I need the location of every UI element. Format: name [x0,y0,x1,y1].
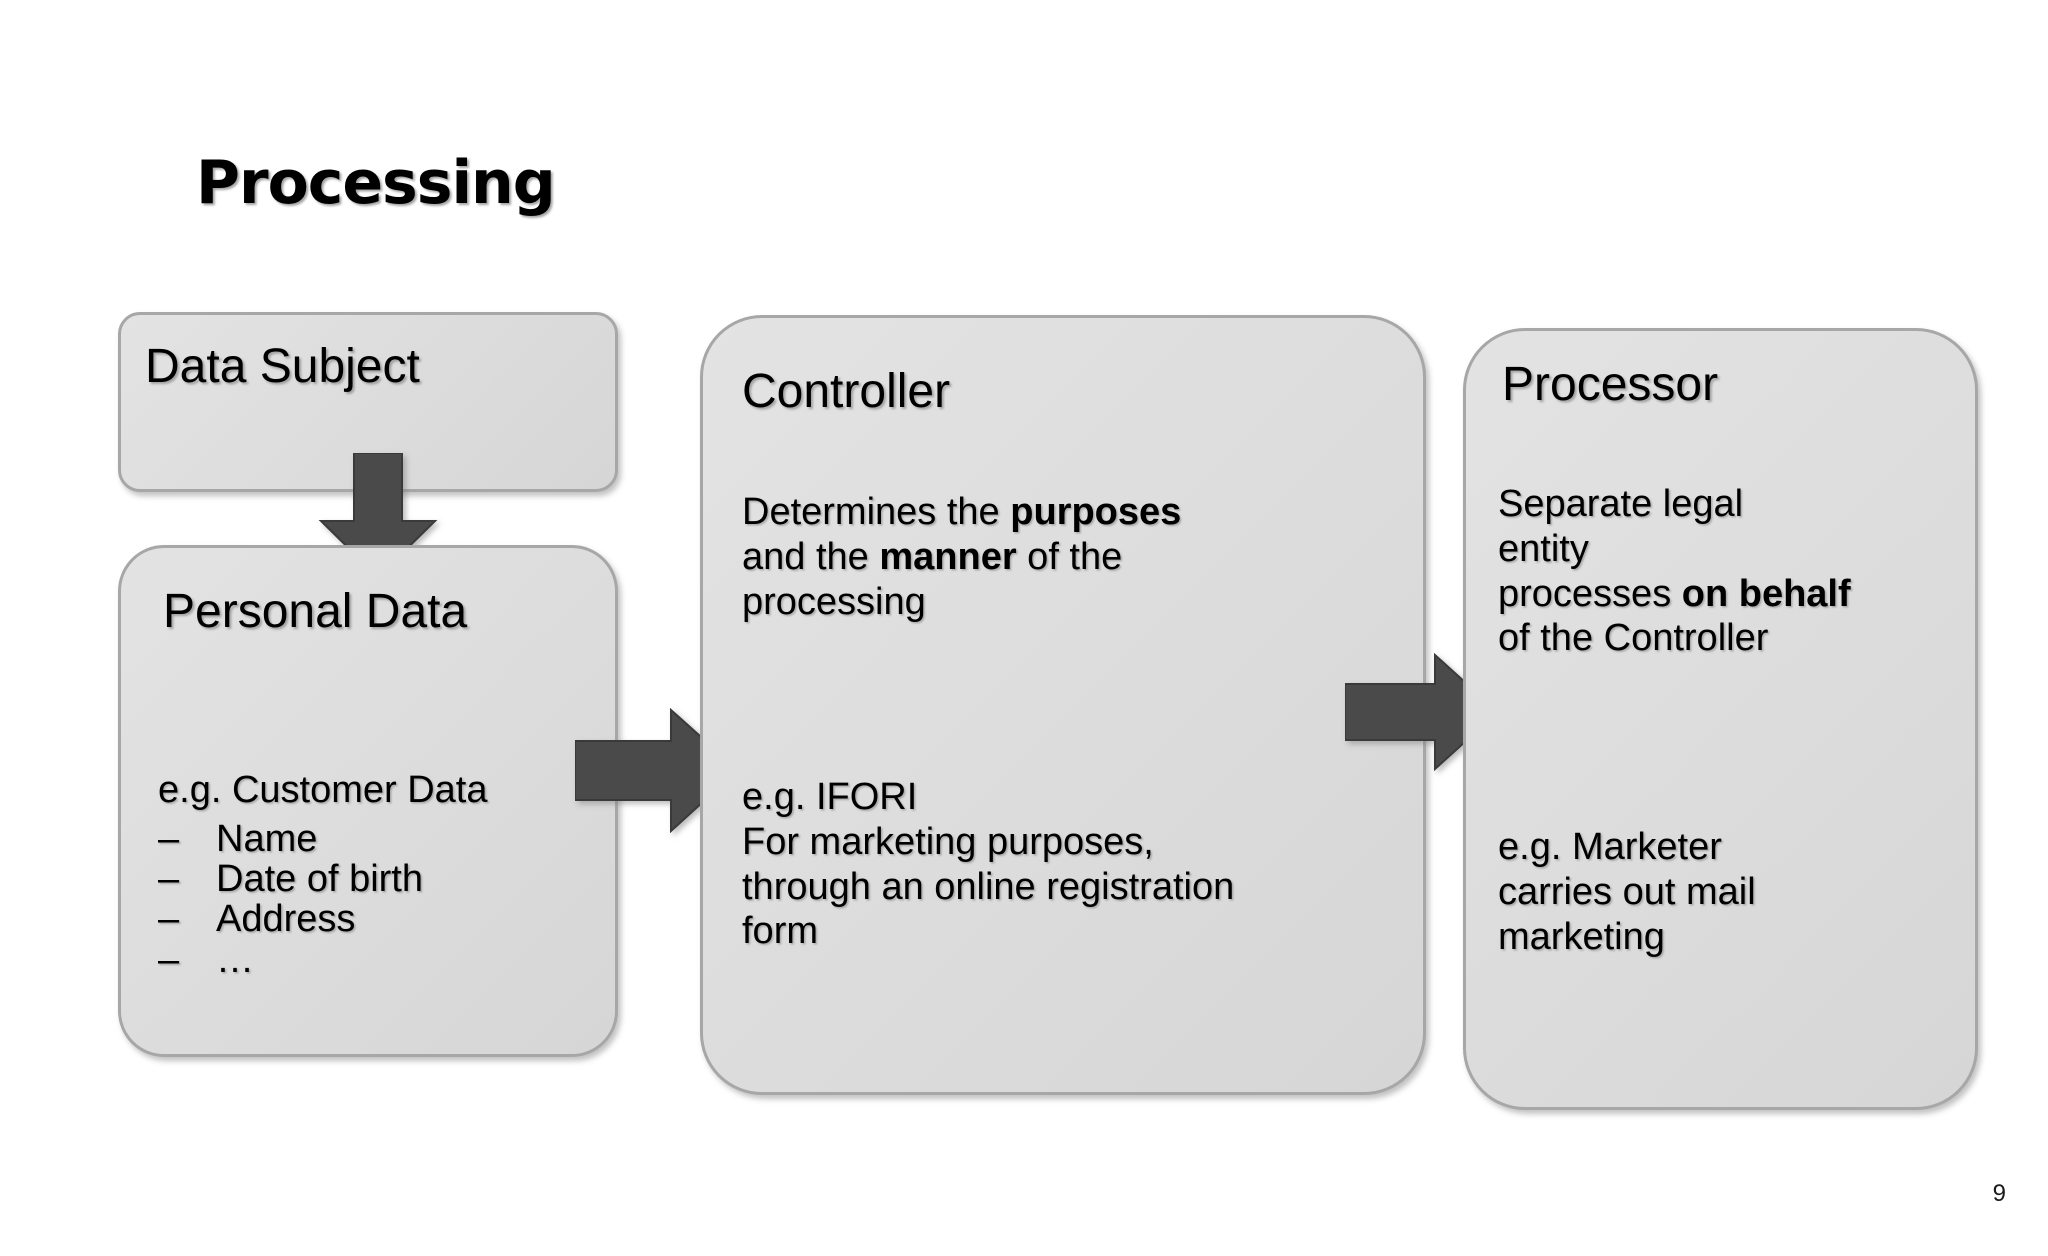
controller-example-line-3: through an online registration [742,865,1235,908]
controller-definition: Determines the purposes and the manner o… [742,490,1362,624]
controller-definition-bold-manner: manner [879,535,1017,578]
box-controller[interactable] [700,315,1426,1095]
box-data-subject[interactable] [118,312,618,492]
controller-definition-line-2: and the manner of the [742,535,1362,580]
processor-example: e.g. Marketer carries out mail marketing [1498,825,1938,959]
controller-definition-line-2-tail: of the [1016,535,1123,578]
controller-example-line-1: e.g. IFORI [742,776,918,818]
bullet-label: Date of birth [216,858,423,901]
controller-example-line-2: For marketing purposes, [742,820,1154,863]
processor-definition-line-2: entity [1498,527,1589,570]
controller-definition-line-2-text: and the [742,535,880,578]
box-personal-data-heading: Personal Data [163,585,468,638]
box-data-subject-heading: Data Subject [145,340,420,393]
personal-data-examples: e.g. Customer Data – Name – Date of birt… [158,768,588,980]
bullet-label: Address [216,898,356,941]
list-item: – Address [158,898,588,941]
processor-definition-line-4: of the Controller [1498,617,1769,660]
box-processor[interactable] [1463,328,1978,1110]
bullet-dash-marker: – [158,817,180,860]
processor-example-line-3: marketing [1498,915,1665,958]
bullet-label: Name [216,817,318,860]
processor-definition-line-1: Separate legal [1498,483,1744,525]
box-controller-heading: Controller [742,365,951,418]
controller-definition-line-3: processing [742,580,926,623]
box-processor-heading: Processor [1502,358,1719,411]
controller-example-line-4: form [742,910,818,953]
processor-definition-line-3-text: processes [1498,572,1682,615]
page-title: Processing [196,148,556,218]
controller-definition-line-1-text: Determines the [742,491,1011,533]
list-item: – Date of birth [158,858,588,901]
controller-definition-line-1: Determines the purposes [742,490,1362,535]
processor-example-line-2: carries out mail [1498,870,1756,913]
box-personal-data[interactable] [118,545,618,1057]
bullet-label: … [216,938,254,981]
processor-definition: Separate legal entity processes on behal… [1498,482,1968,661]
page-number: 9 [1992,1180,2006,1207]
bullet-dash-marker: – [158,938,180,981]
controller-example: e.g. IFORI For marketing purposes, throu… [742,775,1382,954]
processor-definition-bold-on-behalf: on behalf [1681,572,1851,615]
personal-data-example-label: e.g. Customer Data [158,769,488,811]
processor-example-line-1: e.g. Marketer [1498,826,1722,868]
controller-definition-bold-purposes: purposes [1010,491,1182,533]
list-item: – Name [158,817,588,860]
processor-definition-line-3: processes on behalf [1498,572,1968,617]
bullet-dash-marker: – [158,898,180,941]
list-item: – … [158,938,588,981]
bullet-dash-marker: – [158,858,180,901]
